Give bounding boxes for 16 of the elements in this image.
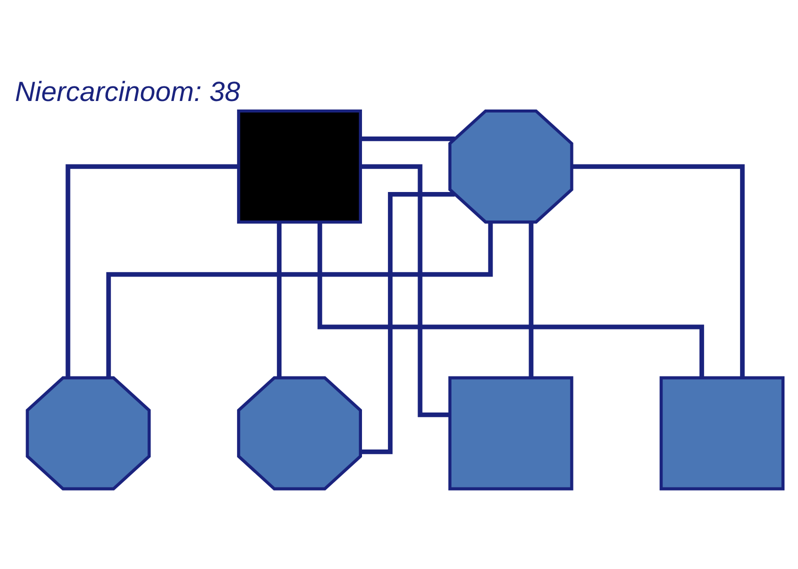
node-box xyxy=(448,376,574,490)
connector xyxy=(572,164,745,378)
node-label: Niercarcinoom: 38 xyxy=(15,76,240,107)
connector xyxy=(106,222,493,378)
node-box xyxy=(660,376,785,490)
connector xyxy=(318,222,704,378)
connector xyxy=(360,136,455,142)
node-box xyxy=(237,109,362,224)
node-octagon xyxy=(237,376,362,490)
connector xyxy=(66,164,238,378)
connector xyxy=(276,222,282,378)
node-octagon xyxy=(26,376,151,490)
connector xyxy=(360,192,455,454)
connector xyxy=(528,222,534,378)
node-octagon xyxy=(448,109,574,224)
connector xyxy=(360,164,450,418)
